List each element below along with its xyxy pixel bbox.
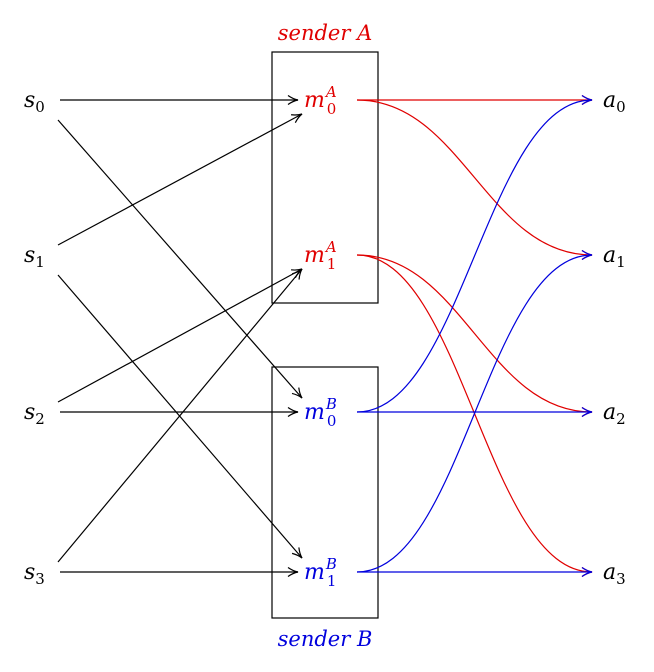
edge-s3-to-m1A [57,268,303,563]
sender-b-box [271,366,379,619]
action-label-a0: a0 [603,88,626,116]
action-label-a1: a1 [603,243,626,271]
edge-s1-to-m1B [57,274,303,559]
action-label-a3: a3 [603,560,626,588]
edges [57,95,593,577]
state-label-s2: s2 [24,400,45,428]
edge-s0-to-m0B [57,119,303,399]
edge-m0B-to-a0 [356,95,593,413]
sender-a-box [271,51,379,304]
edge-m1B-to-a1 [356,250,593,573]
edge-s2-to-m1A [57,268,303,403]
sender-b-title: sender B [278,627,373,651]
state-label-s3: s3 [24,560,45,588]
state-label-s1: s1 [24,243,45,271]
edge-m1A-to-a2 [356,254,593,417]
sender-a-title: sender A [278,21,372,45]
edge-s1-to-m0A [57,113,303,246]
state-label-s0: s0 [24,88,45,116]
edge-m0A-to-a1 [356,99,593,260]
action-label-a2: a2 [603,400,626,428]
